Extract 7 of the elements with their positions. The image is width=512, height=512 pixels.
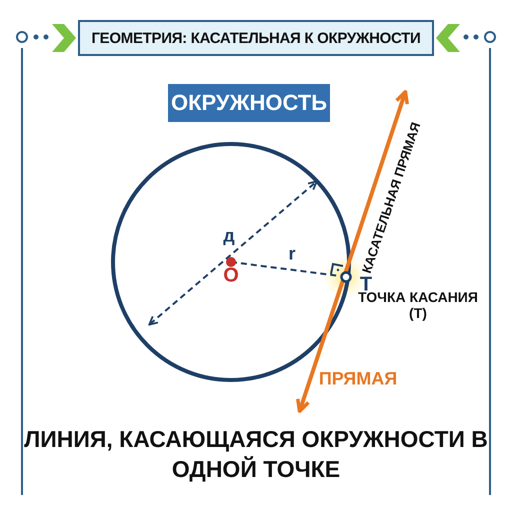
label: r [288,244,296,264]
label: д [223,226,235,246]
caption: ЛИНИЯ, КАСАЮЩАЯСЯ ОКРУЖНОСТИ В ОДНОЙ ТОЧКЕ [23,425,489,484]
label: ПРЯМАЯ [318,368,398,390]
label: О [223,264,239,288]
title-banner: ГЕОМЕТРИЯ: КАСАТЕЛЬНАЯ К ОКРУЖНОСТИ [78,20,434,56]
heading-banner: ОКРУЖНОСТЬ [168,84,330,122]
